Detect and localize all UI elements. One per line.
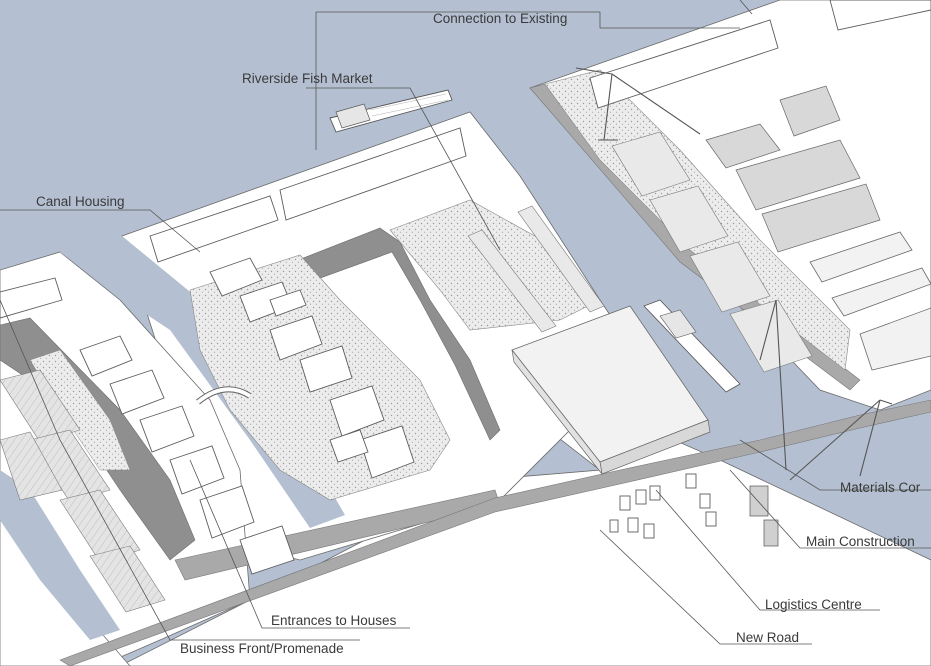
market-stalls-2 (517, 205, 605, 313)
label-new-road: New Road (736, 630, 799, 645)
label-business-front: Business Front/Promenade (180, 641, 344, 656)
existing-building-5 (0, 277, 63, 319)
canal-housing-blocks (79, 257, 415, 575)
west-terrace-units (0, 369, 166, 613)
label-canal-housing: Canal Housing (36, 194, 125, 209)
label-logistics-centre: Logistics Centre (765, 597, 862, 612)
existing-building-4 (829, 0, 931, 31)
construction-items (609, 473, 779, 547)
label-connection-to-existing: Connection to Existing (433, 11, 567, 26)
east-sheds (611, 85, 931, 373)
cargo-ship (329, 89, 453, 133)
label-main-construction: Main Construction (806, 534, 915, 549)
existing-building-3 (589, 19, 779, 109)
crane-south (759, 299, 893, 481)
fish-market-side (511, 349, 603, 475)
road-lower (59, 399, 931, 666)
existing-building-1 (149, 195, 279, 263)
leader-lines (0, 0, 931, 645)
crane-north (575, 67, 701, 141)
label-materials: Materials Cor (840, 480, 921, 495)
label-entrances-to-houses: Entrances to Houses (271, 613, 397, 628)
existing-building-2 (279, 127, 467, 221)
label-riverside-fish-market: Riverside Fish Market (242, 71, 373, 86)
dock-barge (643, 299, 741, 393)
canal-lower-left (0, 470, 120, 640)
market-stalls-1 (467, 229, 557, 333)
